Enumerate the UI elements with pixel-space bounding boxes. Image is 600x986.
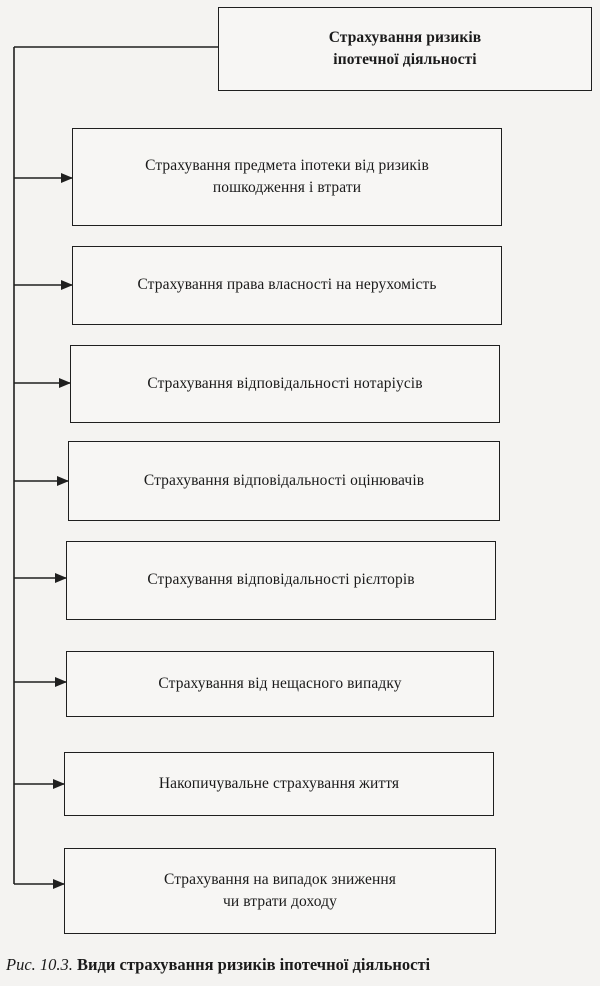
insurance-type-box-1: Страхування предмета іпотеки від ризиків… bbox=[72, 128, 502, 226]
insurance-type-label-3: Страхування відповідальності нотаріусів bbox=[147, 374, 423, 392]
figure-title: Види страхування ризиків іпотечної діяль… bbox=[77, 955, 431, 974]
insurance-type-box-7: Накопичувальне страхування життя bbox=[64, 752, 494, 816]
figure-number: Рис. 10.3. bbox=[6, 955, 73, 974]
insurance-type-label-8: Страхування на випадок зниження чи втрат… bbox=[163, 870, 397, 910]
insurance-type-label-6: Страхування від нещасного випадку bbox=[158, 674, 402, 692]
insurance-type-label-4: Страхування відповідальності оцінювачів bbox=[143, 471, 425, 489]
root-box: Страхування ризиків іпотечної діяльності bbox=[218, 7, 592, 91]
insurance-type-label-7: Накопичувальне страхування життя bbox=[158, 774, 400, 792]
insurance-type-box-6: Страхування від нещасного випадку bbox=[66, 651, 494, 717]
insurance-type-box-2: Страхування права власності на нерухоміс… bbox=[72, 246, 502, 325]
insurance-type-box-8: Страхування на випадок зниження чи втрат… bbox=[64, 848, 496, 934]
insurance-type-box-5: Страхування відповідальності рієлторів bbox=[66, 541, 496, 620]
insurance-type-box-3: Страхування відповідальності нотаріусів bbox=[70, 345, 500, 423]
figure-caption: Рис. 10.3. Види страхування ризиків іпот… bbox=[6, 955, 596, 975]
insurance-type-label-5: Страхування відповідальності рієлторів bbox=[147, 571, 415, 589]
insurance-type-label-1: Страхування предмета іпотеки від ризиків… bbox=[145, 156, 429, 196]
insurance-type-box-4: Страхування відповідальності оцінювачів bbox=[68, 441, 500, 521]
root-label: Страхування ризиків іпотечної діяльності bbox=[328, 28, 482, 68]
insurance-type-label-2: Страхування права власності на нерухоміс… bbox=[137, 276, 437, 294]
